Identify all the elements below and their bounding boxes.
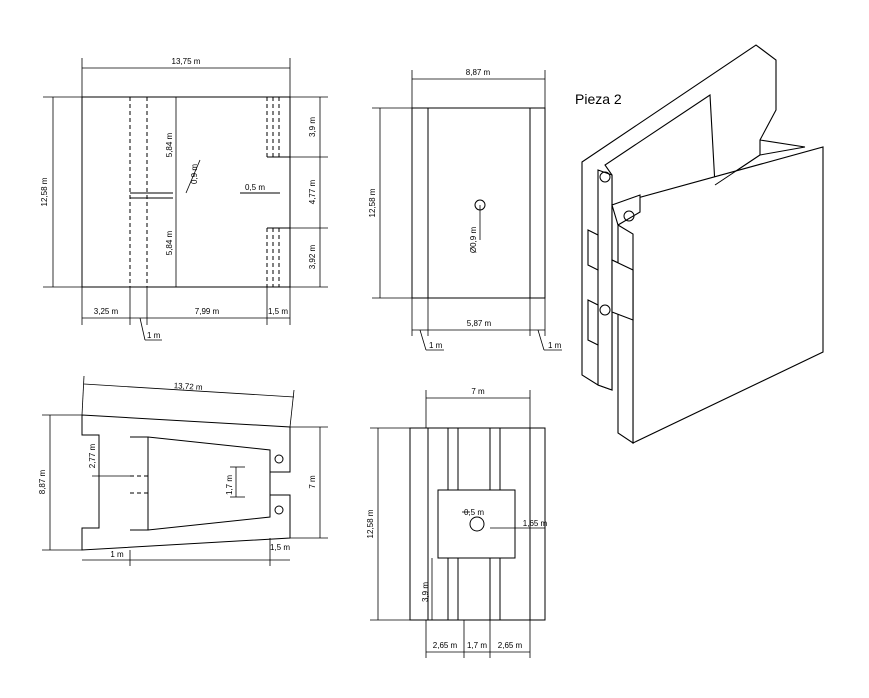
front-view: 0,5 m 1,65 m 3,9 m 7 m 12,58 m 2,65 m 1,… (366, 387, 548, 658)
dim-top-height: 12,58 m (40, 177, 49, 206)
front-view-outline (409, 427, 546, 621)
top-view-outline (81, 96, 291, 288)
dim-front-width: 7 m (471, 387, 485, 396)
dim-top-groove1: 5,84 m (165, 132, 174, 157)
dim-side-right-offset: 1 m (548, 341, 562, 350)
dim-plan-length: 13,72 m (173, 381, 203, 392)
dim-top-groove2: 5,84 m (165, 230, 174, 255)
dim-top-width: 13,75 m (172, 57, 201, 66)
dim-plan-inner-height: 7 m (308, 475, 317, 489)
dim-front-bottom: 3,9 m (421, 582, 430, 602)
dim-plan-d4: 1,5 m (270, 543, 290, 552)
plan-view: 1,7 m 2,77 m 13,72 m 8,87 m 7 m 1 m 1,5 … (38, 375, 328, 566)
side-view-outline (411, 107, 546, 299)
dim-top-gap: 0,5 m (245, 183, 265, 192)
dim-top-w1: 3,25 m (94, 307, 119, 316)
dim-plan-d2: 1,7 m (225, 475, 234, 495)
dim-top-w2: 7,99 m (195, 307, 220, 316)
dim-front-side: 1,65 m (523, 519, 548, 528)
dim-top-slot: 0,9 m (190, 164, 199, 184)
dim-top-w3: 1,5 m (268, 307, 288, 316)
plan-view-outline (81, 414, 291, 551)
dim-side-height: 12,58 m (368, 188, 377, 217)
dim-side-hole: Ø0,9 m (469, 227, 478, 254)
dim-top-offset: 1 m (147, 331, 161, 340)
piece-title: Pieza 2 (575, 91, 622, 107)
dim-front-w2: 1,7 m (467, 641, 487, 650)
side-view: Ø0,9 m 8,87 m 12,58 m 5,87 m 1 m 1 m (368, 68, 562, 351)
dim-plan-height: 8,87 m (38, 469, 47, 494)
dim-side-inner: 5,87 m (467, 319, 492, 328)
dim-front-w1: 2,65 m (433, 641, 458, 650)
dim-front-w3: 2,65 m (498, 641, 523, 650)
dim-side-width: 8,87 m (466, 68, 491, 77)
dim-plan-d3: 1 m (110, 550, 124, 559)
dim-front-hole: 0,5 m (464, 508, 484, 517)
dim-front-height: 12,58 m (366, 509, 375, 538)
dim-top-h1: 3,9 m (308, 117, 317, 137)
dim-top-h2: 4,77 m (308, 179, 317, 204)
isometric-view: Pieza 2 (575, 44, 824, 445)
dim-top-h3: 3,92 m (308, 244, 317, 269)
dim-side-left-offset: 1 m (429, 341, 443, 350)
dim-plan-d1: 2,77 m (88, 443, 97, 468)
top-view: 13,75 m 12,58 m 3,25 m 7,99 m 1,5 m 1 m … (40, 57, 328, 341)
